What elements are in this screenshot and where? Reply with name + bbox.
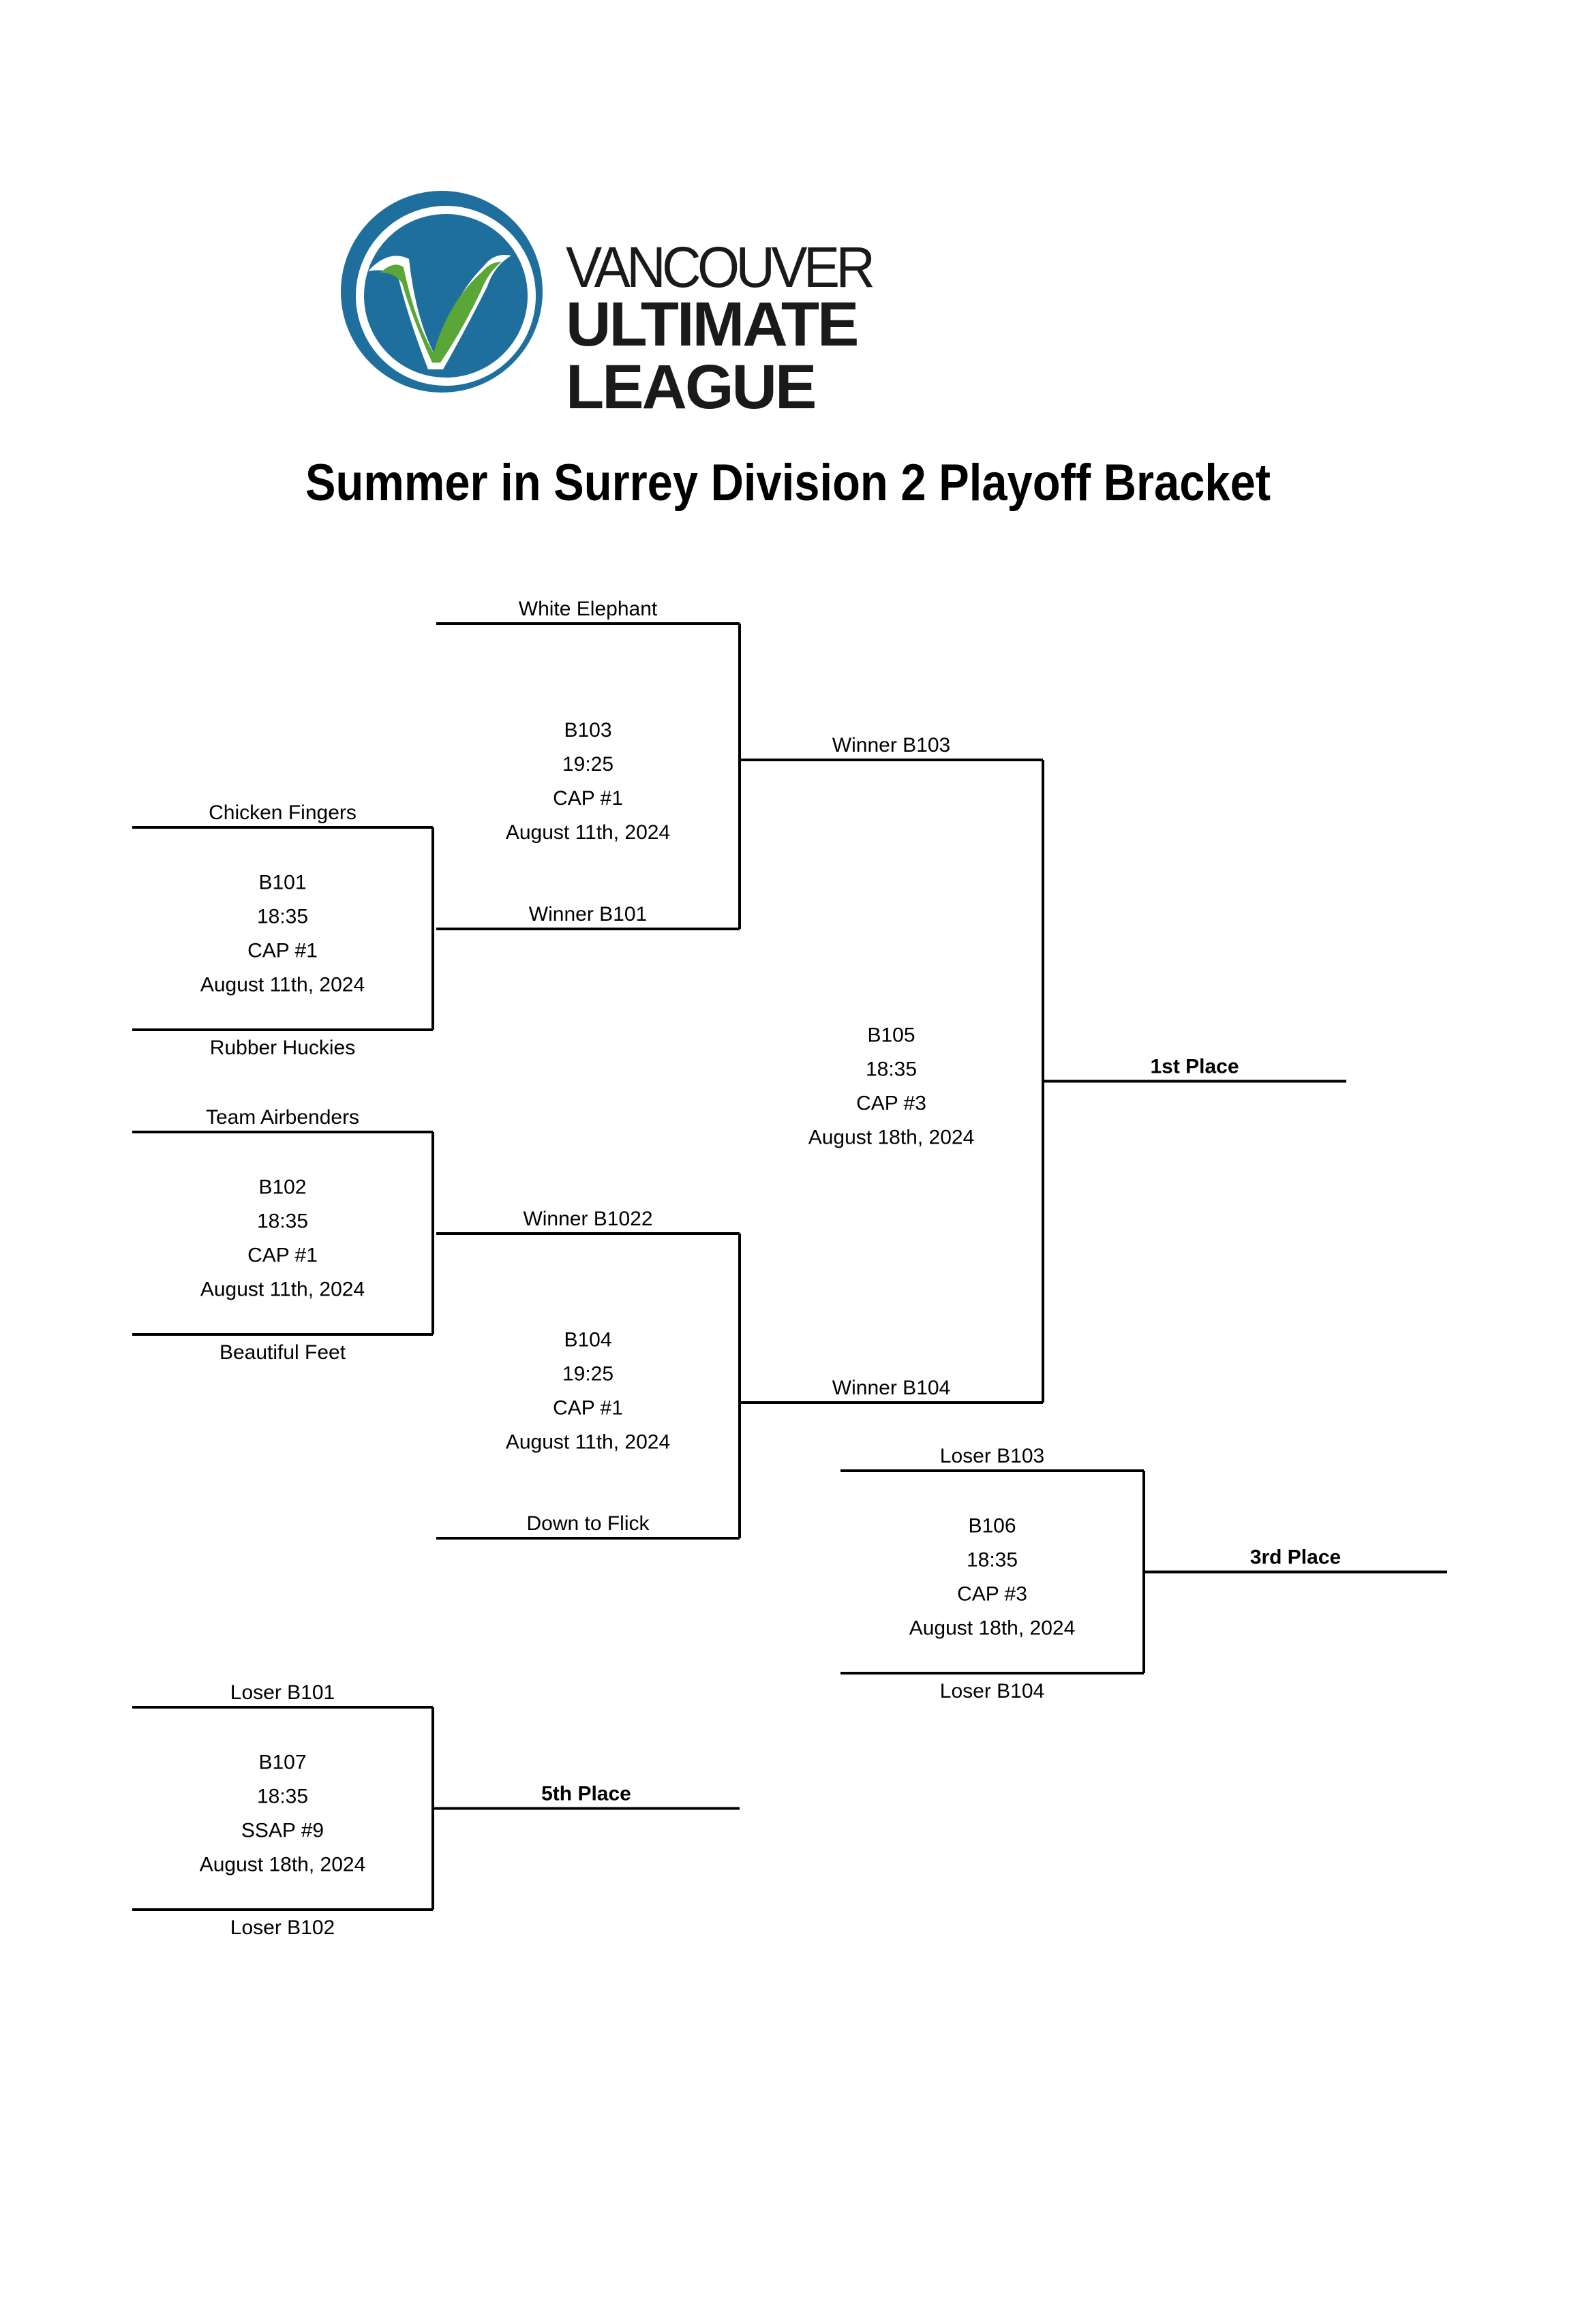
- team-slot-top: White Elephant: [519, 598, 658, 620]
- team-slot-top: Loser B103: [940, 1445, 1044, 1467]
- game-field: CAP #3: [957, 1583, 1027, 1606]
- game-field: CAP #1: [553, 787, 623, 810]
- page-title: Summer in Surrey Division 2 Playoff Brac…: [305, 454, 1271, 512]
- game-time: 18:35: [257, 1210, 308, 1233]
- result-label: 1st Place: [1150, 1056, 1239, 1078]
- team-slot-bottom: Down to Flick: [526, 1512, 650, 1535]
- game-date: August 11th, 2024: [506, 1431, 670, 1454]
- logo-text-vancouver: VANCOUVER: [566, 235, 875, 299]
- game-id: B104: [564, 1329, 611, 1351]
- game-field: CAP #1: [247, 1244, 318, 1267]
- logo-text-ultimate-league: ULTIMATE LEAGUE: [566, 290, 859, 422]
- team-slot-top: Winner B103: [832, 734, 950, 756]
- team-slot-top: Team Airbenders: [206, 1106, 359, 1129]
- game-time: 18:35: [967, 1549, 1018, 1572]
- game-id: B105: [867, 1024, 915, 1047]
- team-slot-top: Winner B1022: [523, 1208, 652, 1230]
- game-id: B107: [258, 1752, 306, 1774]
- team-slot-bottom: Winner B104: [832, 1377, 950, 1399]
- team-slot-bottom: Loser B104: [940, 1680, 1044, 1702]
- game-time: 18:35: [257, 1786, 308, 1808]
- result-label: 3rd Place: [1250, 1546, 1341, 1569]
- league-logo: VANCOUVER ULTIMATE LEAGUE: [341, 191, 1077, 418]
- game-id: B102: [258, 1176, 306, 1199]
- game-time: 19:25: [562, 1363, 613, 1386]
- team-slot-bottom: Rubber Huckies: [210, 1037, 355, 1059]
- game-id: B103: [564, 719, 611, 741]
- game-time: 18:35: [257, 906, 308, 928]
- game-date: August 11th, 2024: [506, 821, 670, 844]
- game-date: August 11th, 2024: [200, 974, 365, 996]
- game-field: CAP #1: [553, 1397, 623, 1420]
- team-slot-bottom: Winner B101: [529, 903, 647, 926]
- team-slot-bottom: Beautiful Feet: [219, 1341, 346, 1364]
- game-date: August 18th, 2024: [909, 1617, 1076, 1640]
- team-slot-bottom: Loser B102: [230, 1916, 335, 1939]
- result-label: 5th Place: [541, 1783, 631, 1805]
- game-time: 18:35: [866, 1058, 917, 1081]
- team-slot-top: Chicken Fingers: [209, 801, 357, 824]
- game-date: August 18th, 2024: [200, 1854, 366, 1876]
- game-date: August 18th, 2024: [808, 1127, 975, 1149]
- game-field: CAP #3: [856, 1092, 926, 1115]
- game-field: CAP #1: [247, 940, 318, 962]
- logo-v-icon: [368, 255, 511, 369]
- game-date: August 11th, 2024: [200, 1279, 365, 1301]
- team-slot-top: Loser B101: [230, 1681, 335, 1704]
- game-id: B106: [968, 1515, 1016, 1538]
- game-id: B101: [258, 872, 306, 894]
- game-time: 19:25: [562, 753, 613, 776]
- game-field: SSAP #9: [241, 1820, 324, 1842]
